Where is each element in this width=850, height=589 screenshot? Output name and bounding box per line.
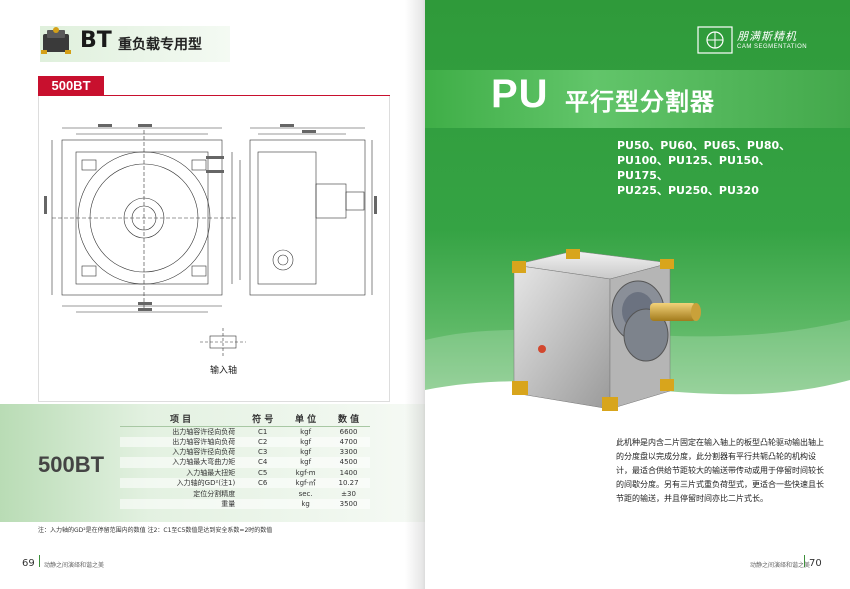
table-cell: 入力轴的GD²(注1) [120,478,242,489]
table-cell: 出力轴容许径向负荷 [172,427,236,436]
table-row: 出力轴容许轴向负荷 C2 kgf 4700 [120,436,370,447]
table-header-cell: 单 位 [284,412,328,427]
table-header-row: 项 目 符 号 单 位 数 值 [120,412,370,427]
series-code-pu: PU [491,72,549,116]
footer-separator-right [804,555,805,567]
table-cell: ±30 [341,489,356,498]
table-cell: 4500 [327,457,370,468]
technical-drawing [44,124,377,356]
model-tab: 500BT [38,76,104,96]
table-cell: C3 [258,448,268,457]
table-cell [241,488,284,498]
table-cell: 4700 [327,436,370,447]
product-description: 此机种是内含二片固定在输入轴上的板型凸轮驱动输出轴上的分度盘以完成分度，此分割器… [616,438,824,503]
table-cell: 出力轴容许轴向负荷 [120,436,242,447]
table-cell [241,498,285,510]
table-cell: C2 [241,436,285,447]
spec-model-label: 500BT [38,452,105,477]
footer-text-left: 动静之间演绎和谐之美 [44,562,105,569]
table-cell: C4 [241,457,285,468]
table-row: 重量 kg 3500 [120,498,370,510]
table-header-cell: 项 目 [120,412,242,427]
model-list: PU50、PU60、PU65、PU80、 PU100、PU125、PU150、P… [617,138,817,198]
product-image [512,249,701,411]
logo-english-text: CAM SEGMENTATION [737,44,808,50]
table-cell: 定位分割精度 [193,489,236,498]
table-cell: kgf [300,448,312,457]
table-cell: 入力轴容许径向负荷 [172,448,236,457]
table-row: 入力轴最大扭矩 C5 kgf-m 1400 [120,468,370,478]
table-cell: C1 [258,427,268,436]
table-cell: 10.27 [327,478,370,489]
drawing-frame [38,96,390,402]
table-cell: kg [284,498,328,510]
table-cell: kgf [300,427,312,436]
title-banner [425,70,850,128]
model-rule [38,95,390,96]
table-header-cell: 符 号 [241,412,285,427]
footer-separator-left [39,555,40,567]
series-header-band [40,26,230,62]
table-cell: kgf-㎡ [284,478,328,489]
page-number-left: 69 [22,558,35,569]
table-cell: C6 [241,478,285,489]
page-number-right: 70 [809,558,822,569]
product-thumbnail-icon [41,27,71,54]
footer-text-right: 动静之间演绎和谐之美 [750,562,811,569]
model-list-line: PU225、PU250、PU320 [617,184,759,197]
series-title-pu: 平行型分割器 [565,88,715,116]
company-logo-icon [697,26,733,54]
table-header-cell: 数 值 [327,412,370,427]
table-cell: 重量 [120,498,242,510]
table-cell: 3300 [339,448,358,457]
table-cell: kgf-m [295,468,316,477]
table-row: 入力轴最大弯曲力矩 C4 kgf 4500 [120,457,370,468]
table-row: 入力轴的GD²(注1) C6 kgf-㎡ 10.27 [120,478,370,489]
page-gutter-shadow [405,0,427,589]
table-row: 入力轴容许径向负荷 C3 kgf 3300 [120,447,370,457]
spec-note: 注：入力轴的GD²是在停留范围内的数值 注2：C1至C5数值是达到安全系数=2时… [38,527,273,534]
left-page: BT 重负载专用型 500BT [0,26,425,569]
logo-chinese-text: 朋满斯精机 [737,30,797,43]
right-page: 朋满斯精机 CAM SEGMENTATION PU 平行型分割器 PU50、PU… [425,0,850,589]
spec-table: 项 目 符 号 单 位 数 值 出力轴容许径向负荷 C1 kgf 6600 出力… [120,412,370,510]
table-cell: sec. [298,489,313,498]
drawing-label: 输入轴 [210,366,238,376]
model-list-line: PU100、PU125、PU150、PU175、 [617,154,770,182]
series-code: BT [80,28,112,53]
table-cell: 3500 [327,498,370,510]
table-row: 定位分割精度 sec. ±30 [120,488,370,498]
table-row: 出力轴容许径向负荷 C1 kgf 6600 [120,426,370,437]
table-cell: kgf [284,457,328,468]
model-list-line: PU50、PU60、PU65、PU80、 [617,139,791,152]
table-cell: kgf [284,436,328,447]
table-cell: 入力轴最大弯曲力矩 [120,457,242,468]
table-cell: C5 [258,468,268,477]
table-cell: 6600 [339,427,358,436]
table-cell: 1400 [339,468,358,477]
table-cell: 入力轴最大扭矩 [186,468,236,477]
series-title: 重负载专用型 [118,37,202,53]
